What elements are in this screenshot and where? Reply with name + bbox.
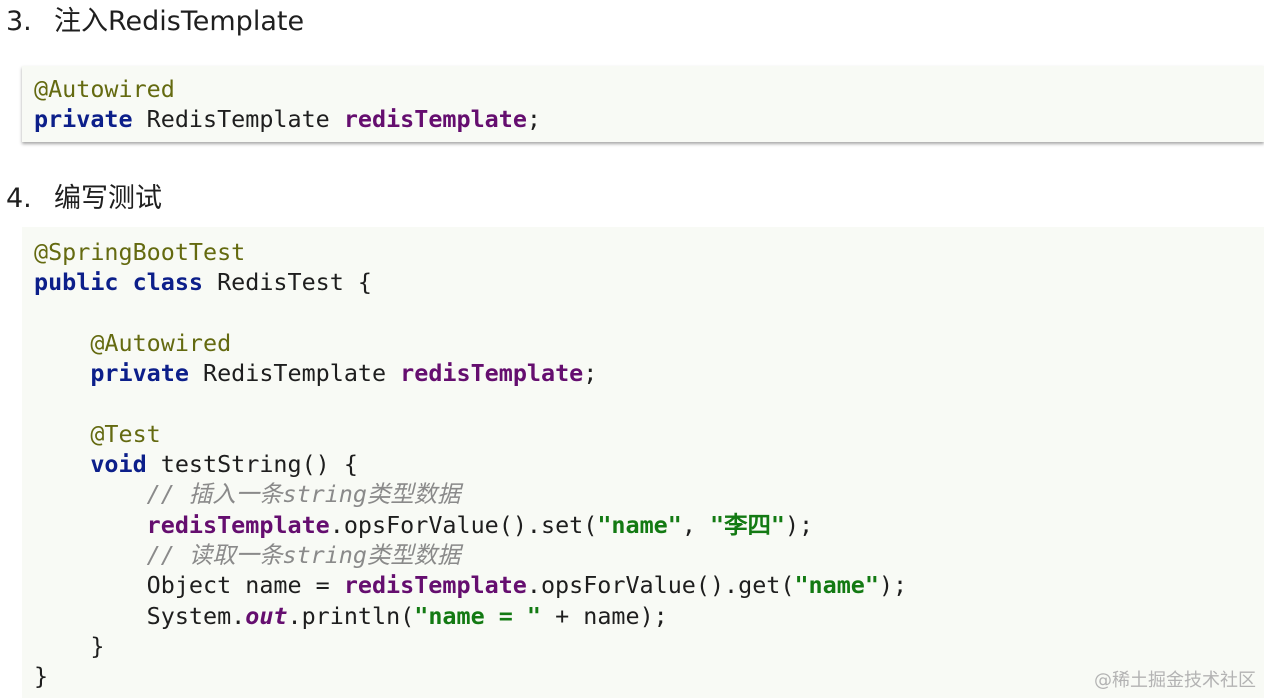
annotation-token: @Autowired — [90, 328, 232, 357]
step-number: 4. — [6, 183, 32, 214]
keyword-token: public — [34, 268, 119, 297]
code-text: Object name = — [34, 571, 344, 600]
annotation-token: @SpringBootTest — [34, 238, 246, 266]
annotation-token: @Test — [90, 419, 161, 448]
code-text — [34, 329, 90, 357]
code-text: .opsForValue().set( — [329, 510, 598, 539]
code-line: public class RedisTest { — [34, 267, 1264, 297]
string-token: "name" — [794, 571, 879, 600]
field-token: redisTemplate — [343, 105, 527, 134]
code-text: ; — [583, 359, 598, 388]
string-token: "李四" — [710, 510, 785, 539]
code-text: ; — [526, 105, 541, 134]
code-line: private RedisTemplate redisTemplate; — [34, 358, 1264, 388]
code-text: + name); — [541, 601, 668, 630]
code-text — [34, 450, 90, 478]
step-title: 编写测试 — [54, 183, 162, 214]
step-3-heading: 3. 注入RedisTemplate — [6, 5, 304, 39]
field-token: redisTemplate — [146, 510, 330, 539]
code-text: ); — [784, 510, 814, 539]
code-text: RedisTest { — [203, 268, 373, 297]
code-text — [34, 420, 90, 448]
step-title: 注入RedisTemplate — [54, 6, 305, 37]
code-line: void testString() { — [34, 449, 1264, 479]
string-token: "name = " — [414, 601, 541, 630]
code-text: ); — [878, 571, 908, 600]
code-line: // 读取一条string类型数据 — [34, 540, 1264, 570]
code-text: .println( — [287, 601, 415, 630]
code-line: @Autowired — [34, 328, 1264, 358]
code-line: } — [34, 661, 1264, 691]
keyword-token: void — [90, 450, 147, 479]
code-text: .opsForValue().get( — [526, 571, 795, 600]
code-line: @Autowired — [34, 74, 1264, 104]
code-line: @SpringBootTest — [34, 237, 1264, 267]
code-line: @Test — [34, 419, 1264, 449]
field-token: redisTemplate — [400, 359, 584, 388]
code-line: ​ — [34, 388, 1264, 418]
keyword-token: private — [90, 359, 189, 388]
annotation-token: @Autowired — [34, 75, 175, 103]
code-text: } — [34, 662, 49, 691]
code-line: } — [34, 631, 1264, 661]
step-4-heading: 4. 编写测试 — [6, 182, 162, 216]
code-line: Object name = redisTemplate.opsForValue(… — [34, 570, 1264, 600]
code-text: , — [681, 510, 710, 539]
code-line: redisTemplate.opsForValue().set("name", … — [34, 510, 1264, 540]
comment-token: // 插入一条string类型数据 — [146, 480, 461, 509]
code-text — [34, 359, 90, 387]
code-text: testString() { — [146, 450, 358, 479]
code-line: ​ — [34, 298, 1264, 328]
field-token: redisTemplate — [343, 571, 527, 600]
comment-token: // 读取一条string类型数据 — [146, 540, 461, 569]
keyword-token: class — [132, 268, 204, 297]
code-text — [119, 268, 133, 296]
code-line: private RedisTemplate redisTemplate; — [34, 104, 1264, 134]
code-line: System.out.println("name = " + name); — [34, 601, 1264, 631]
static-field-token: out — [245, 601, 288, 630]
string-token: "name" — [597, 510, 682, 539]
watermark: @稀土掘金技术社区 — [1094, 670, 1256, 691]
code-text — [34, 480, 147, 508]
code-text: System. — [34, 601, 246, 630]
code-line: // 插入一条string类型数据 — [34, 479, 1264, 509]
code-text — [34, 511, 147, 539]
keyword-token: private — [34, 105, 133, 134]
code-text: RedisTemplate — [188, 359, 401, 388]
code-text — [34, 541, 147, 569]
code-text: } — [34, 631, 105, 660]
code-text: RedisTemplate — [132, 105, 344, 134]
step-number: 3. — [6, 6, 32, 37]
